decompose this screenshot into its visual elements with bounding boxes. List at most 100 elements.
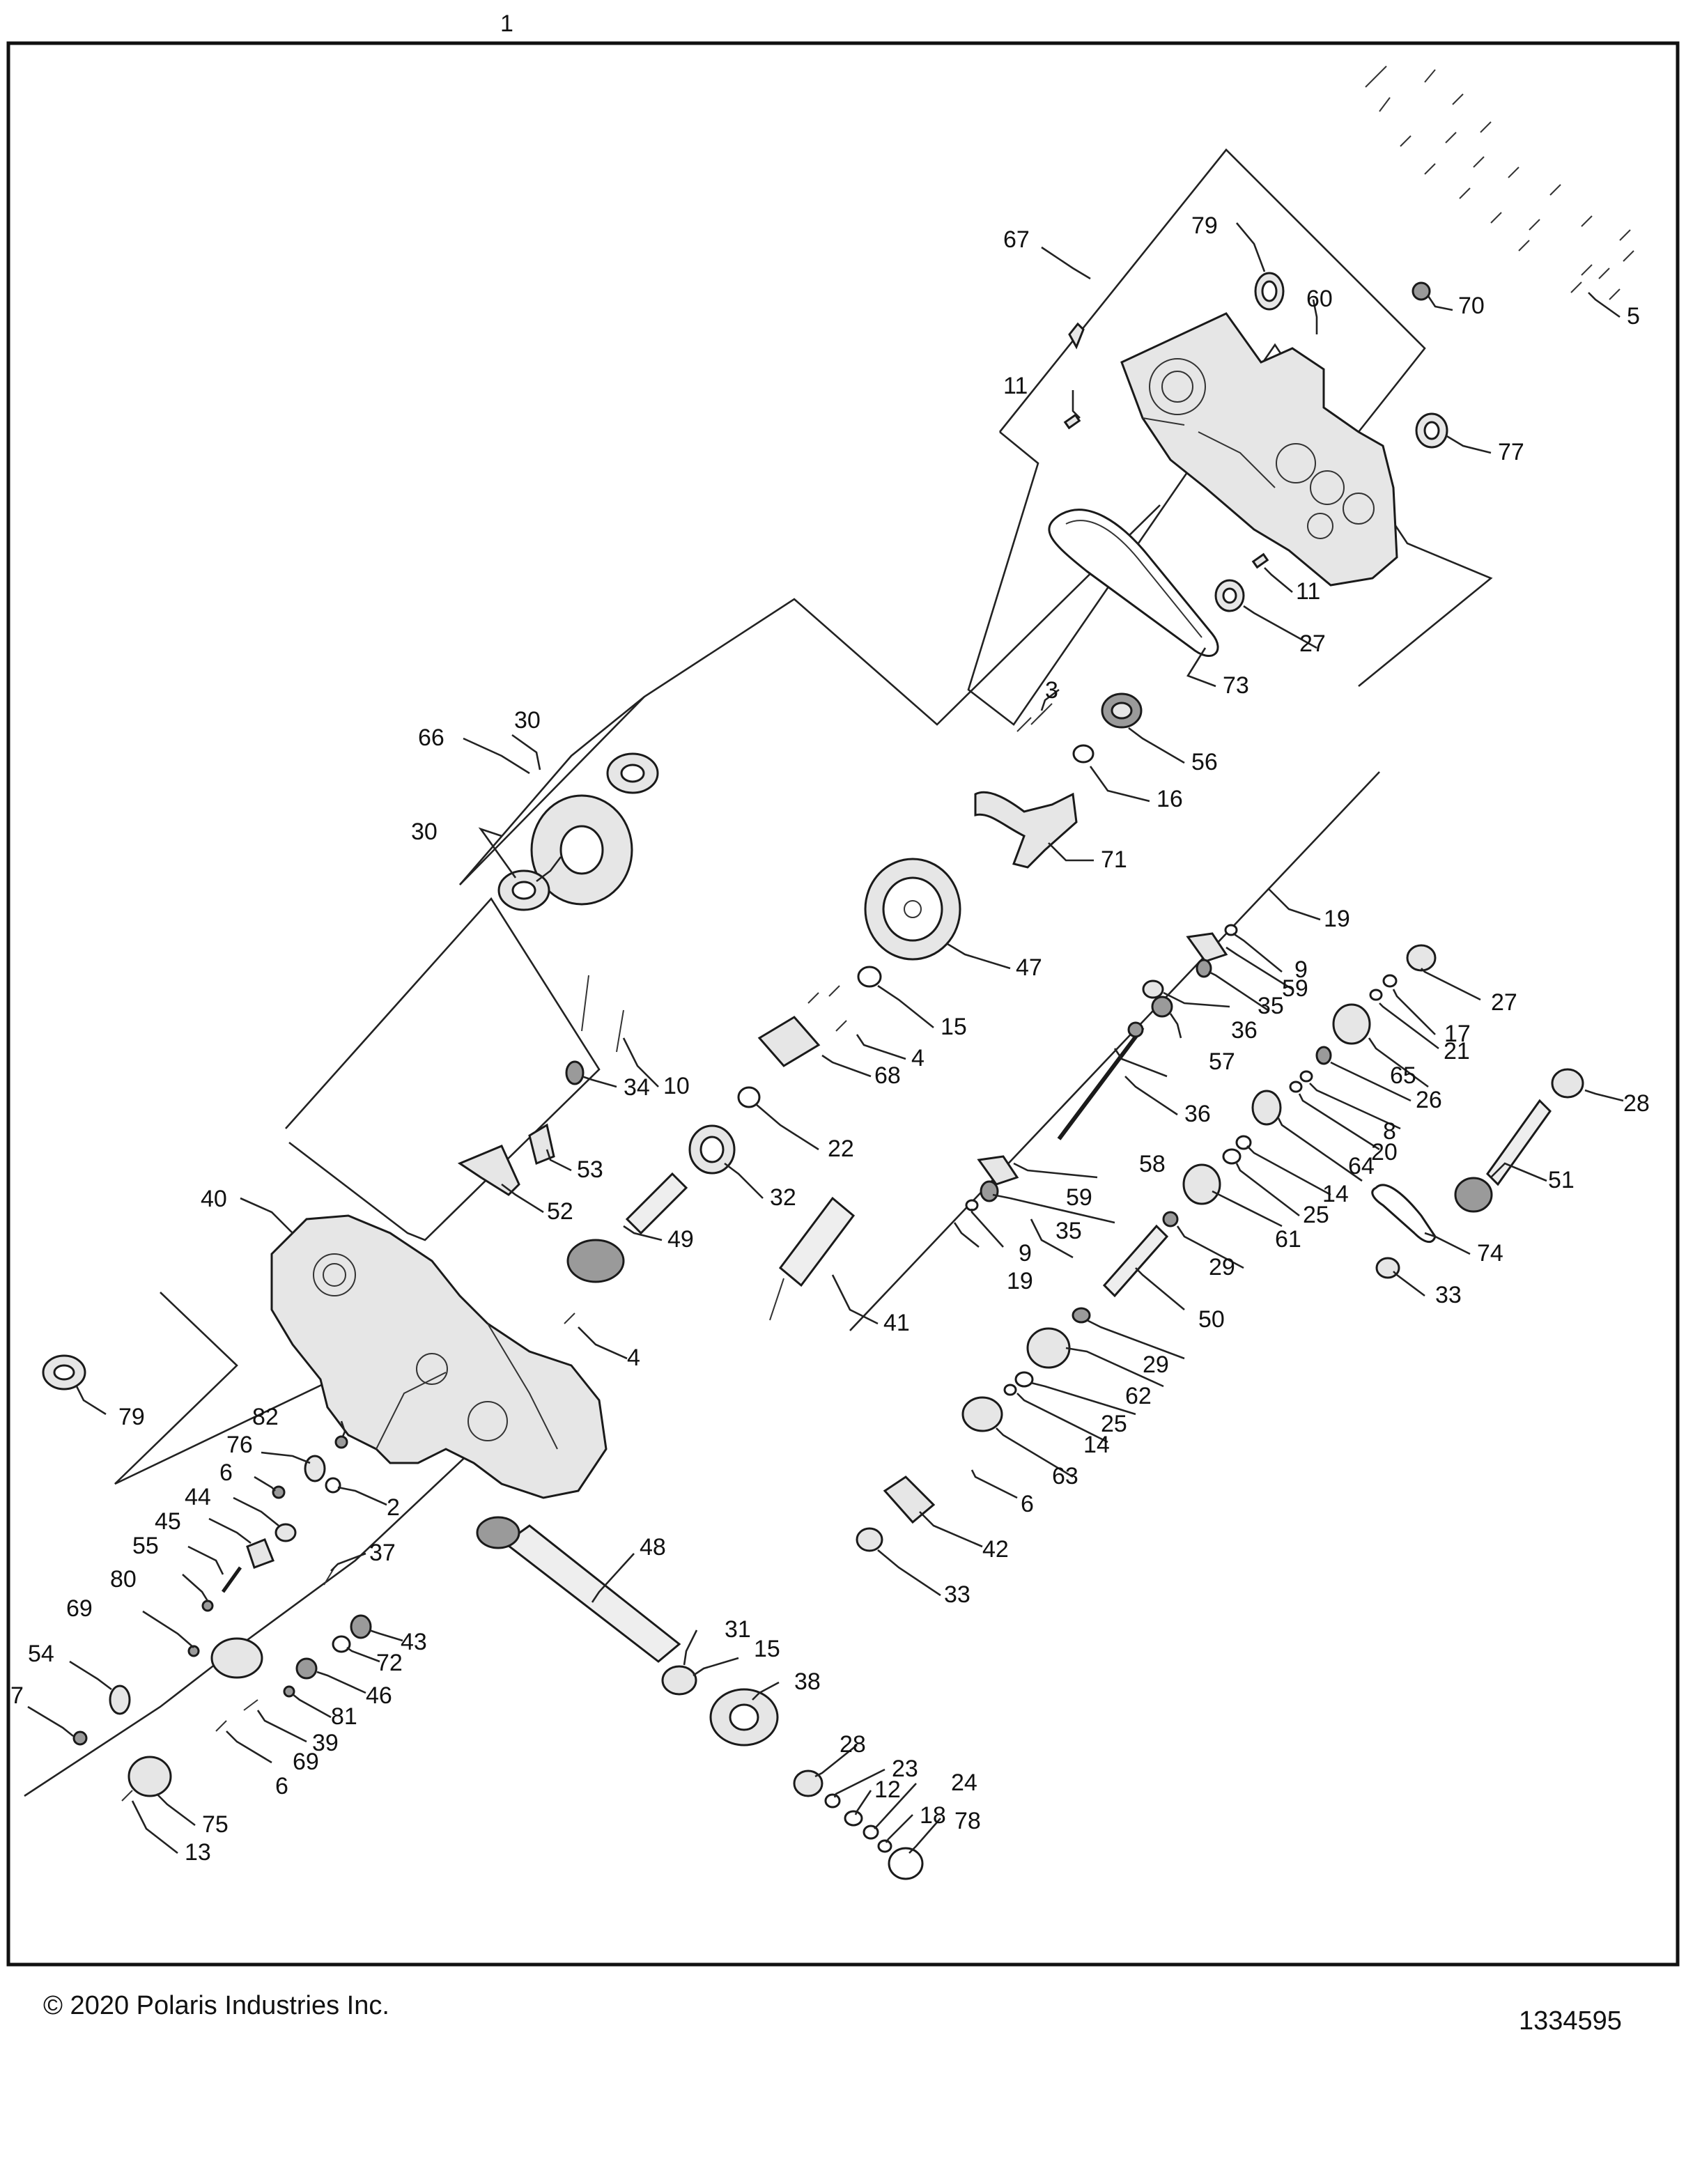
callout-28-lower: 28 bbox=[840, 1731, 866, 1758]
callout-4-lower: 4 bbox=[627, 1345, 640, 1371]
screw-69b bbox=[243, 1699, 258, 1711]
callout-54: 54 bbox=[28, 1641, 54, 1667]
callout-36-upper: 36 bbox=[1231, 1017, 1258, 1044]
ring-21 bbox=[1369, 989, 1383, 1001]
callout-29-lower: 29 bbox=[1143, 1352, 1169, 1378]
callout-22: 22 bbox=[828, 1136, 854, 1162]
plug-70 bbox=[1412, 281, 1431, 301]
bearing-29-upper bbox=[1162, 1211, 1179, 1227]
callout-9-lower: 9 bbox=[1019, 1240, 1032, 1267]
callout-8: 8 bbox=[1383, 1118, 1396, 1145]
callout-11-lower: 11 bbox=[1296, 578, 1320, 605]
callout-4-upper: 4 bbox=[911, 1045, 925, 1071]
callout-24: 24 bbox=[951, 1769, 977, 1796]
tube-41 bbox=[778, 1196, 856, 1287]
shaft-55 bbox=[221, 1566, 242, 1593]
fork-59-upper bbox=[1186, 932, 1228, 963]
callout-32: 32 bbox=[770, 1184, 796, 1211]
ring-2 bbox=[325, 1477, 341, 1494]
callout-71: 71 bbox=[1101, 846, 1127, 873]
diagram-frame bbox=[6, 41, 1680, 1967]
bolt-cluster-5 bbox=[1365, 65, 1634, 300]
pin-13 bbox=[121, 1790, 133, 1802]
bushing-44 bbox=[274, 1523, 297, 1542]
cam-57 bbox=[1142, 979, 1164, 999]
plate-42 bbox=[883, 1476, 936, 1524]
bearing-33-lower bbox=[856, 1527, 883, 1552]
ring-20 bbox=[1289, 1081, 1303, 1093]
collar-36-upper bbox=[1151, 996, 1173, 1018]
ring-14-upper bbox=[1235, 1135, 1252, 1150]
callout-60: 60 bbox=[1306, 286, 1333, 312]
callout-50: 50 bbox=[1198, 1306, 1225, 1333]
callout-6-lower: 6 bbox=[275, 1773, 288, 1799]
screw-69a bbox=[187, 1645, 200, 1657]
dowel-11a bbox=[1063, 413, 1081, 430]
callout-74: 74 bbox=[1477, 1240, 1503, 1267]
callout-9-upper: 9 bbox=[1294, 957, 1308, 983]
ring-18 bbox=[877, 1839, 892, 1853]
gear-65 bbox=[1332, 1003, 1371, 1045]
callout-77: 77 bbox=[1498, 439, 1524, 465]
callout-33-right: 33 bbox=[1435, 1282, 1462, 1308]
callout-57: 57 bbox=[1209, 1048, 1235, 1075]
screw-6b bbox=[215, 1720, 227, 1732]
sensor-76 bbox=[304, 1455, 326, 1482]
ring-14-lower bbox=[1003, 1384, 1017, 1396]
callout-79-lower: 79 bbox=[118, 1404, 145, 1430]
ring-16 bbox=[1072, 744, 1095, 764]
ring-23 bbox=[824, 1793, 841, 1809]
ring-22 bbox=[737, 1086, 761, 1108]
bracket-79 bbox=[114, 1292, 363, 1485]
callout-2: 2 bbox=[387, 1494, 400, 1521]
case-cover-67-details bbox=[1142, 358, 1375, 539]
callout-28-right: 28 bbox=[1623, 1090, 1650, 1117]
callout-5: 5 bbox=[1627, 303, 1640, 330]
callout-15-upper: 15 bbox=[941, 1014, 967, 1040]
pins-4 bbox=[564, 985, 847, 1324]
assembly-outlines bbox=[24, 148, 1493, 1797]
copyright-notice: © 2020 Polaris Industries Inc. bbox=[43, 1991, 389, 2020]
gear-62 bbox=[1026, 1327, 1071, 1369]
callout-35-lower: 35 bbox=[1055, 1218, 1082, 1244]
ring-25-lower bbox=[1014, 1371, 1034, 1388]
callout-30-upper: 30 bbox=[514, 707, 541, 734]
ring-25-upper bbox=[1222, 1148, 1242, 1165]
shaft-50 bbox=[1102, 1224, 1169, 1298]
rail-58 bbox=[1057, 1026, 1145, 1140]
sensor-60 bbox=[1068, 322, 1085, 350]
callout-81: 81 bbox=[331, 1703, 357, 1730]
callout-40: 40 bbox=[201, 1186, 227, 1212]
ring-8 bbox=[1299, 1070, 1313, 1083]
washer-7 bbox=[72, 1730, 88, 1746]
bracket-67-top bbox=[998, 148, 1426, 433]
callout-66: 66 bbox=[418, 725, 444, 751]
lever-45 bbox=[246, 1538, 274, 1569]
callout-38: 38 bbox=[794, 1668, 821, 1695]
screw-6a bbox=[272, 1485, 286, 1499]
callout-12: 12 bbox=[874, 1776, 901, 1803]
callout-14-lower: 14 bbox=[1083, 1432, 1110, 1458]
callout-82: 82 bbox=[252, 1404, 279, 1430]
main-case-40 bbox=[270, 1214, 608, 1499]
ring-9-upper bbox=[1224, 924, 1238, 936]
case-cover-67 bbox=[1120, 312, 1398, 587]
callout-19-upper: 19 bbox=[1324, 906, 1350, 932]
ring-72 bbox=[332, 1635, 351, 1653]
callout-25-lower: 25 bbox=[1101, 1411, 1127, 1437]
spring-35-lower bbox=[980, 1180, 999, 1202]
callout-73: 73 bbox=[1223, 672, 1249, 699]
bracket-52 bbox=[457, 1145, 520, 1196]
gasket-68 bbox=[757, 1016, 821, 1067]
callout-3: 3 bbox=[1045, 677, 1058, 704]
callout-58: 58 bbox=[1139, 1151, 1166, 1177]
callout-62: 62 bbox=[1125, 1383, 1152, 1409]
callout-10: 10 bbox=[663, 1073, 690, 1099]
axis-line-19 bbox=[849, 771, 1380, 1331]
callout-78: 78 bbox=[954, 1808, 981, 1834]
spring-54 bbox=[109, 1685, 131, 1715]
ring-17 bbox=[1382, 974, 1398, 988]
callout-68: 68 bbox=[874, 1062, 901, 1089]
bolts-10 bbox=[581, 975, 624, 1053]
